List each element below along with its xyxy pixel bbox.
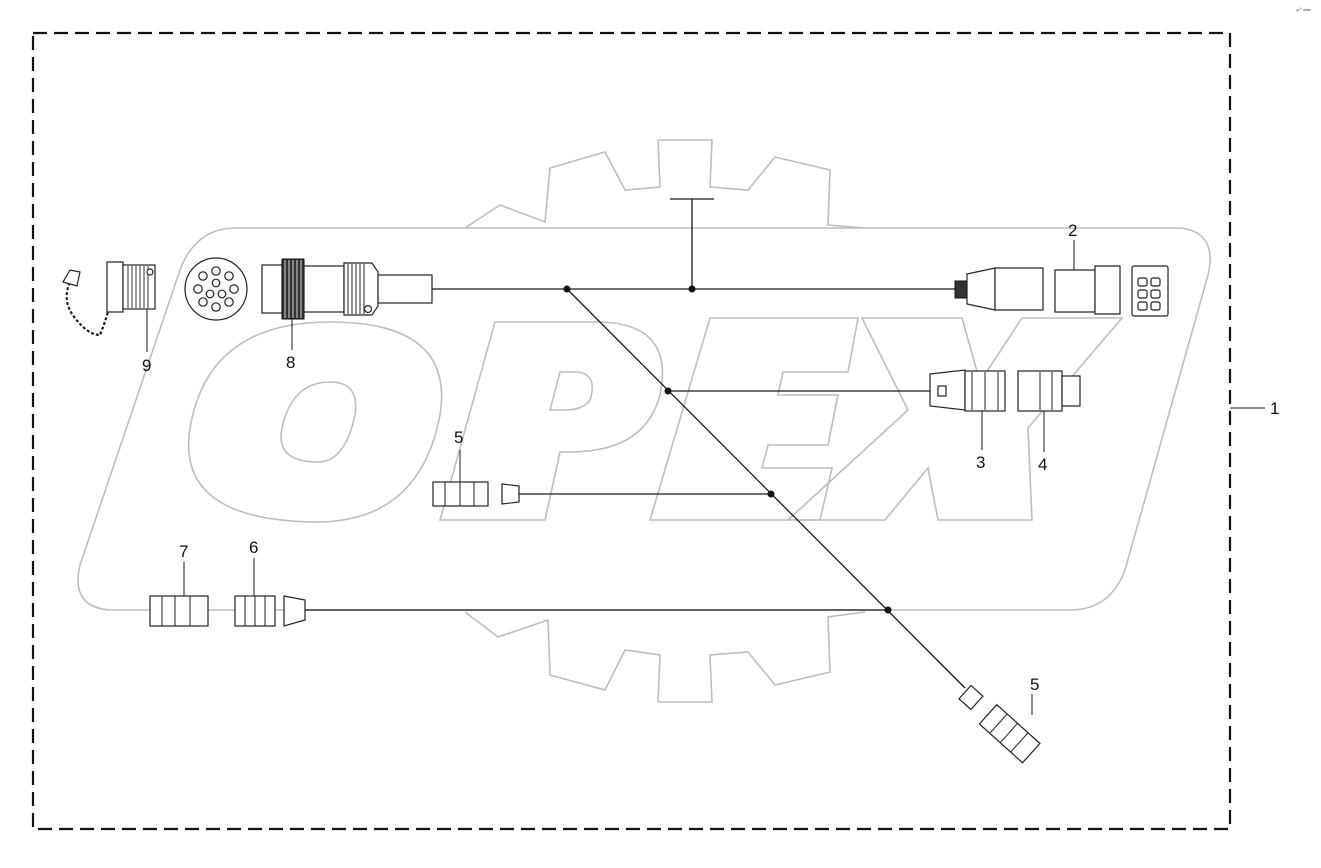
- connector-backshell: [343, 262, 379, 316]
- callouts: 1 2 3 4 5 5 6 7 8 9: [142, 221, 1279, 715]
- pin-socket: [1137, 289, 1148, 299]
- part-2-body: [994, 267, 1044, 311]
- part-2-face: [1131, 265, 1169, 317]
- pin-socket: [211, 302, 221, 312]
- pin-socket: [224, 297, 234, 307]
- part-4-ribs: [1039, 372, 1053, 410]
- part-2-boot: [966, 267, 996, 311]
- pin-socket: [1137, 301, 1148, 311]
- assembly-boundary-dashed: [31, 31, 1232, 831]
- part-5-connector-upper: [432, 481, 520, 507]
- callout-4: 4: [1038, 455, 1047, 474]
- pin-socket: [1150, 277, 1161, 287]
- splice-node: [664, 387, 672, 395]
- pin-socket: [229, 284, 239, 294]
- pin-socket: [198, 297, 208, 307]
- callout-6: 6: [249, 538, 258, 557]
- part-5-connector-lower: [958, 684, 1041, 764]
- t-branch-wire: [670, 198, 714, 289]
- part-7-body: [149, 595, 209, 627]
- watermark-letter-x: [785, 317, 1124, 521]
- splice-node: [688, 285, 696, 293]
- part-6-ribs: [244, 596, 266, 626]
- pin-socket: [1150, 289, 1161, 299]
- splice-node: [563, 285, 571, 293]
- part-9-dust-cap: [62, 261, 156, 337]
- callout-7: 7: [179, 542, 188, 561]
- part-3-ribs: [971, 372, 999, 410]
- diagonal-wire: [566, 288, 966, 689]
- pin-socket: [1137, 277, 1148, 287]
- part-2-wire-seal: [954, 280, 968, 299]
- cap-knurl: [127, 266, 149, 308]
- watermark-gear: [464, 139, 866, 703]
- pin-socket: [193, 284, 203, 294]
- watermark-letter-o: [187, 321, 443, 523]
- pin-socket: [198, 271, 208, 281]
- watermark: [77, 139, 1211, 703]
- lanyard-chain: [65, 277, 114, 337]
- coupling-nut-knurl: [284, 260, 302, 318]
- pin-socket: [211, 278, 221, 288]
- part-2-connector: [954, 265, 1169, 317]
- part-5-ribs: [444, 482, 475, 506]
- pin-socket: [217, 289, 227, 299]
- part-7-connector: [149, 595, 209, 627]
- part-8-connector-face: [184, 257, 248, 321]
- part-6-connector: [234, 595, 306, 627]
- corner-mark: «° ━━: [1296, 8, 1311, 14]
- part-2-latch: [1094, 265, 1121, 315]
- watermark-letter-p: [438, 321, 664, 521]
- callout-8: 8: [286, 353, 295, 372]
- part-3-connector: [929, 369, 1006, 412]
- splice-node: [767, 490, 775, 498]
- lanyard-ring: [62, 269, 81, 287]
- part-4-nose: [1061, 375, 1081, 407]
- part-6-boot: [283, 595, 306, 627]
- callout-2: 2: [1068, 221, 1077, 240]
- connector-rear-body: [261, 264, 283, 314]
- backshell-screw: [363, 304, 373, 314]
- part-3-latch: [937, 385, 947, 397]
- callout-9: 9: [142, 356, 151, 375]
- backshell-ridges: [347, 264, 365, 314]
- part-7-ribs: [161, 596, 191, 626]
- part-8-circular-connector: [261, 258, 433, 320]
- part-5-ribs: [989, 713, 1029, 753]
- part-5-boot: [958, 684, 984, 711]
- pin-socket: [224, 271, 234, 281]
- harness-wires: [305, 198, 966, 689]
- part-5-body: [978, 703, 1041, 764]
- part-4-connector: [1017, 370, 1081, 412]
- watermark-band: [77, 227, 1211, 611]
- pin-socket: [211, 266, 221, 276]
- cap-flange: [106, 261, 124, 313]
- part-2-housing: [1054, 269, 1096, 313]
- part-3-boot: [929, 369, 966, 411]
- cap-pin: [146, 268, 154, 276]
- pin-socket: [1150, 301, 1161, 311]
- splice-node: [884, 606, 892, 614]
- connector-body: [303, 265, 345, 313]
- pin-socket: [205, 289, 215, 299]
- callout-1: 1: [1270, 399, 1279, 418]
- watermark-letter-e: [648, 317, 859, 521]
- part-5-boot: [501, 483, 520, 505]
- callout-5-upper: 5: [454, 428, 463, 447]
- callout-3: 3: [976, 453, 985, 472]
- cable-boot: [377, 274, 433, 304]
- callout-5-lower: 5: [1030, 675, 1039, 694]
